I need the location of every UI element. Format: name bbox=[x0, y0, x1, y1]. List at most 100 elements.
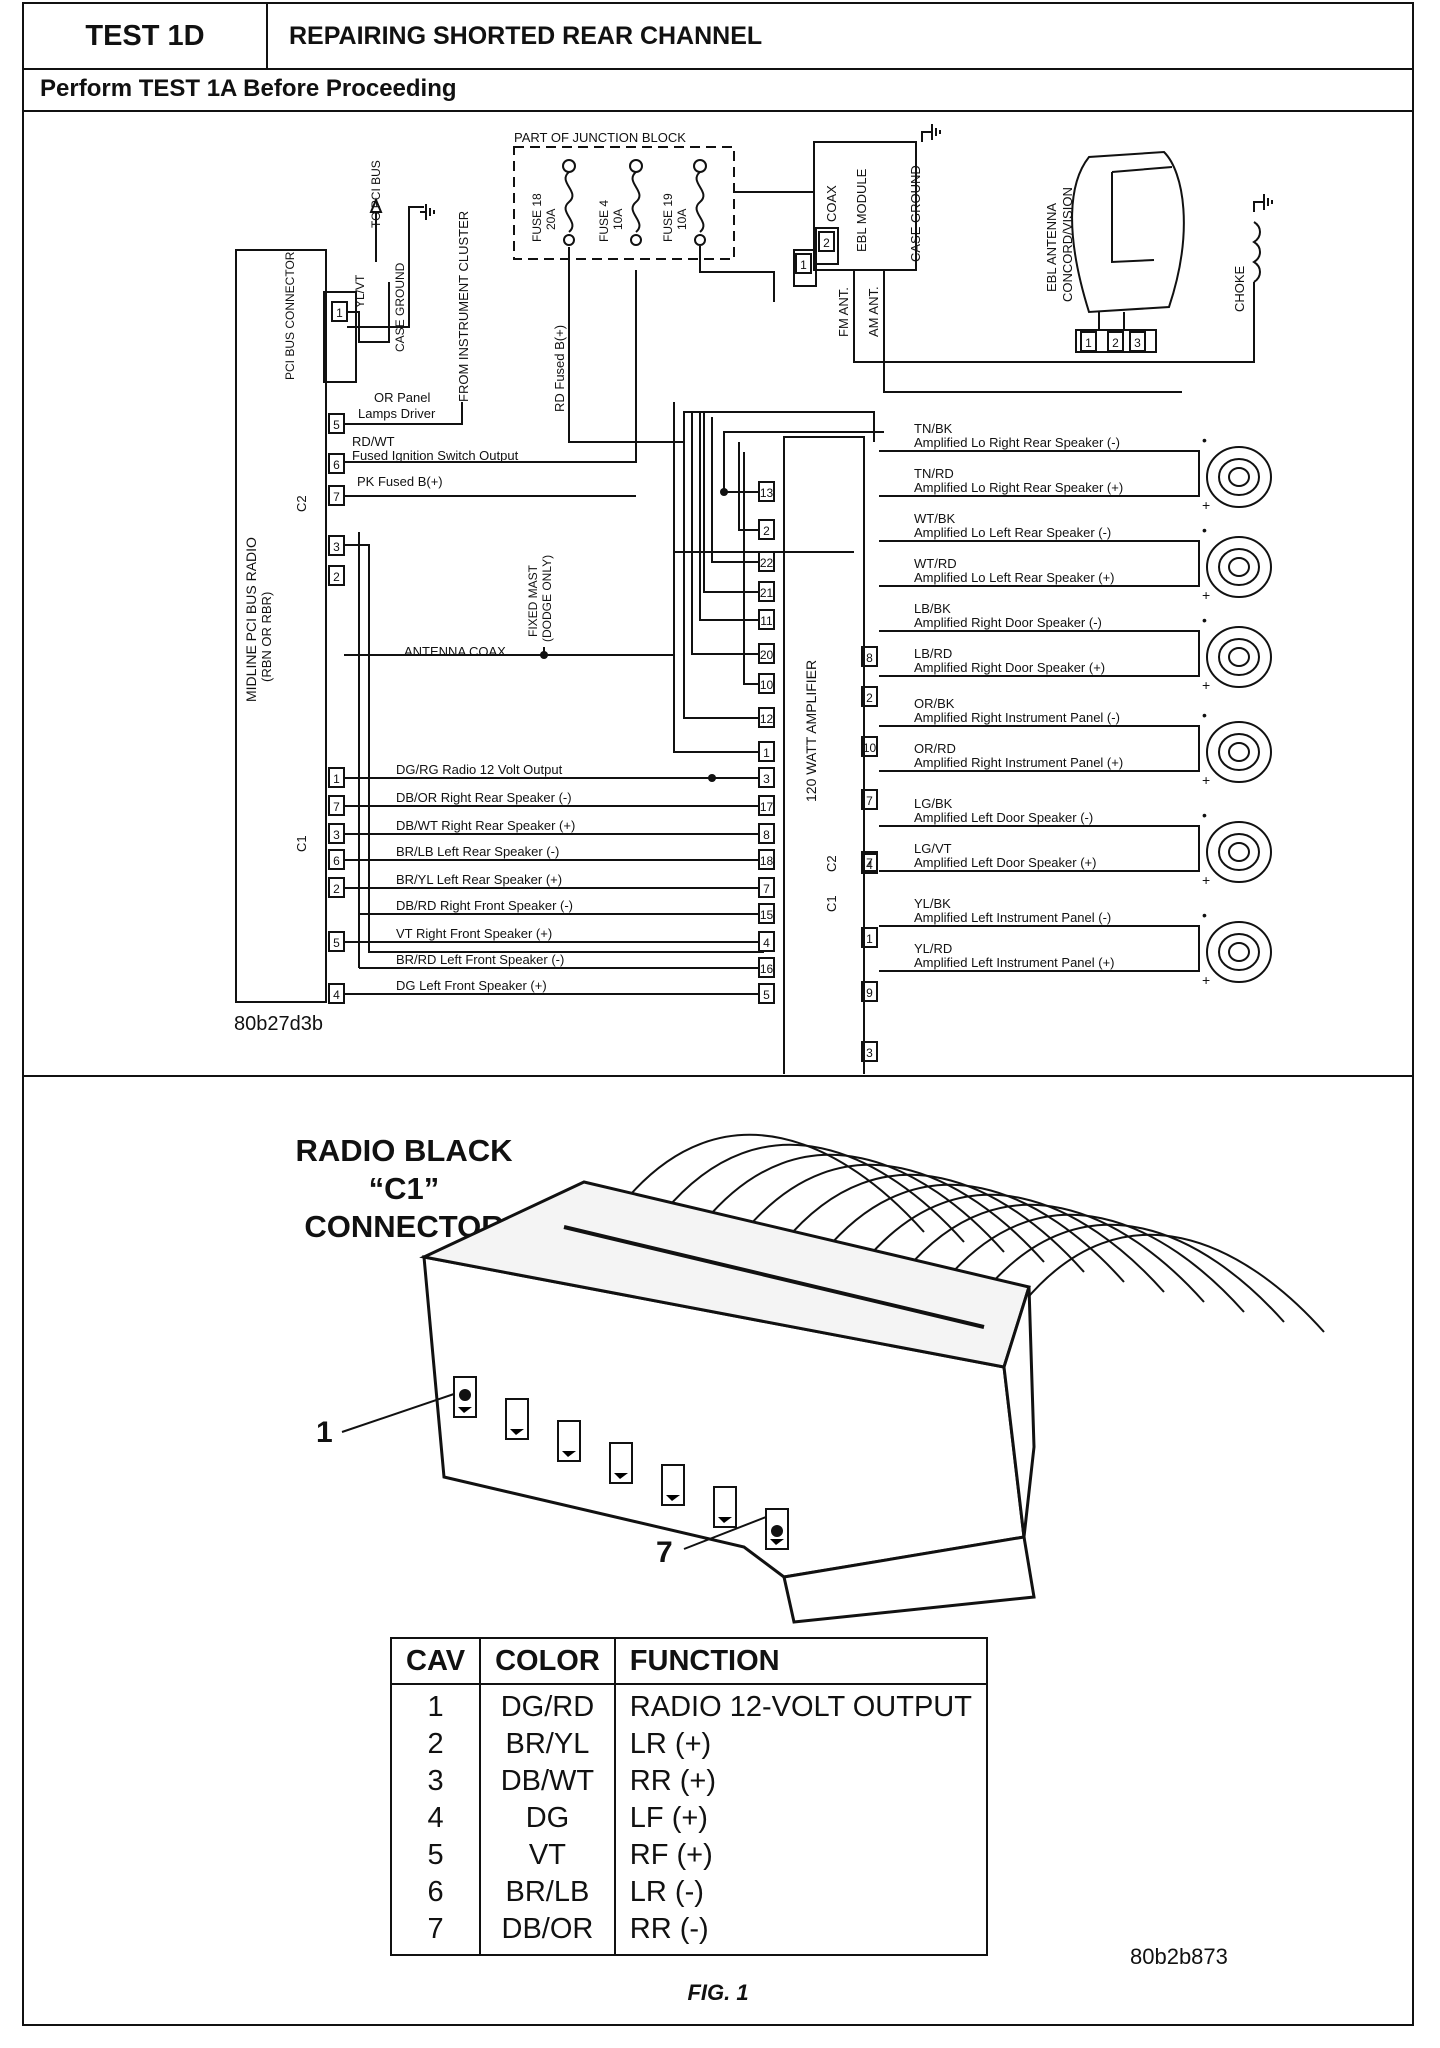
cavities bbox=[453, 1376, 789, 1550]
speaker-icon bbox=[1206, 536, 1272, 598]
choke-pin bbox=[1107, 331, 1124, 352]
cavity-7-terminal bbox=[771, 1525, 783, 1537]
cavity-terminal bbox=[666, 1495, 680, 1501]
speaker-wire-desc: Amplified Lo Right Rear Speaker (-) bbox=[914, 435, 1120, 450]
speaker-wire-color: OR/BK bbox=[914, 696, 955, 711]
wire bbox=[699, 246, 775, 302]
choke-label: CHOKE bbox=[1232, 265, 1247, 312]
pin-number: 18 bbox=[760, 854, 774, 868]
pin-number: 3 bbox=[866, 1046, 873, 1060]
speaker-wire-color: TN/BK bbox=[914, 421, 953, 436]
speaker-icon bbox=[1228, 647, 1250, 667]
amp-c2-pin bbox=[758, 673, 775, 694]
case-ground-label: CASE GROUND bbox=[393, 262, 407, 352]
c2-pin bbox=[328, 485, 345, 506]
antenna-coax-label: ANTENNA COAX bbox=[404, 644, 506, 659]
pci-connector-label: PCI BUS CONNECTOR bbox=[283, 251, 297, 380]
ebl-module-label: EBL MODULE bbox=[854, 168, 869, 252]
amp-c1-pin bbox=[861, 927, 878, 948]
wire bbox=[921, 131, 932, 142]
antenna-shape bbox=[1071, 150, 1185, 314]
color-cell: BR/LB bbox=[480, 1874, 616, 1911]
speaker-icon bbox=[1218, 638, 1260, 676]
polarity-mark: + bbox=[1202, 772, 1210, 788]
callout-1: 1 bbox=[316, 1416, 333, 1449]
connector-wire bbox=[1023, 1233, 1325, 1333]
cav-cell: 2 bbox=[391, 1726, 482, 1763]
wire bbox=[344, 544, 764, 953]
c1-wire-label: VT Right Front Speaker (+) bbox=[396, 926, 552, 941]
fuse-name: FUSE 19 bbox=[661, 193, 675, 242]
speaker-wire-color: LG/BK bbox=[914, 796, 953, 811]
speaker-wire-color: TN/RD bbox=[914, 466, 954, 481]
connector-wire bbox=[863, 1193, 1165, 1293]
fuse-terminal bbox=[629, 159, 643, 173]
fuse-icon bbox=[695, 171, 705, 233]
wire bbox=[568, 247, 684, 443]
speaker-wire-desc: Amplified Right Door Speaker (-) bbox=[914, 615, 1102, 630]
pin-number: 9 bbox=[866, 986, 873, 1000]
c1-wire-label: BR/RD Left Front Speaker (-) bbox=[396, 952, 564, 967]
pin-number: 6 bbox=[333, 458, 340, 472]
junction-dot bbox=[540, 651, 548, 659]
c2-pin bbox=[328, 453, 345, 474]
connector-wire bbox=[943, 1213, 1245, 1313]
pin-number: 2 bbox=[763, 524, 770, 538]
connector-wires bbox=[623, 1133, 1325, 1333]
polarity-mark: • bbox=[1202, 522, 1207, 538]
c2-pin bbox=[328, 535, 345, 556]
pin-number: 2 bbox=[1112, 336, 1119, 350]
amp-c1-pin bbox=[861, 981, 878, 1002]
c2-wire-label: Lamps Driver bbox=[358, 406, 436, 421]
c1-amp-pin bbox=[758, 877, 775, 898]
color-cell: DG bbox=[480, 1800, 616, 1837]
amp-c1-pin bbox=[861, 1041, 878, 1062]
pin-number: 1 bbox=[1085, 336, 1092, 350]
wire bbox=[344, 412, 463, 425]
diagram-code: 80b27d3b bbox=[234, 1013, 323, 1035]
speaker-wire-color: WT/BK bbox=[914, 511, 955, 526]
polarity-mark: • bbox=[1202, 907, 1207, 923]
radio-sub-label: (RBN OR RBR) bbox=[259, 592, 274, 682]
c1-amp-pin bbox=[758, 903, 775, 924]
c1-wire-label: BR/YL Left Rear Speaker (+) bbox=[396, 872, 562, 887]
c1-amp-pin bbox=[758, 795, 775, 816]
ebl-antenna-sub-label: CONCORD/VISION bbox=[1060, 187, 1075, 302]
c1-radio-pin bbox=[328, 931, 345, 952]
fuse-rating: 20A bbox=[544, 209, 558, 230]
cav-cell: 6 bbox=[391, 1874, 482, 1911]
c1-radio-pin bbox=[328, 877, 345, 898]
c1-wire-label: BR/LB Left Rear Speaker (-) bbox=[396, 844, 559, 859]
speaker-wire bbox=[879, 952, 1200, 972]
speaker-wire-desc: Amplified Left Instrument Panel (+) bbox=[914, 955, 1115, 970]
cav-cell: 4 bbox=[391, 1800, 482, 1837]
speaker-wire-desc: Amplified Right Door Speaker (+) bbox=[914, 660, 1105, 675]
section-divider bbox=[24, 1075, 1412, 1077]
cav-cell: 3 bbox=[391, 1763, 482, 1800]
color-cell: DG/RD bbox=[480, 1684, 616, 1726]
speaker-wire bbox=[879, 852, 1200, 872]
c2-wire-label: RD/WT bbox=[352, 434, 395, 449]
polarity-mark: + bbox=[1202, 497, 1210, 513]
wire bbox=[711, 417, 759, 563]
speaker-icon bbox=[1228, 467, 1250, 487]
ground-icon bbox=[420, 204, 435, 220]
connector-title-line: “C1” bbox=[368, 1171, 440, 1206]
c1-amp-pin bbox=[758, 983, 775, 1004]
speaker-wire-desc: Amplified Left Instrument Panel (-) bbox=[914, 910, 1111, 925]
table-header: FUNCTION bbox=[614, 1638, 987, 1685]
cav-cell: 5 bbox=[391, 1837, 482, 1874]
c2-label: C2 bbox=[294, 495, 309, 512]
speaker-icon bbox=[1206, 821, 1272, 883]
ebl-module bbox=[813, 141, 917, 271]
cavity-terminal bbox=[614, 1473, 628, 1479]
c1-wire-label: DB/WT Right Rear Speaker (+) bbox=[396, 818, 575, 833]
connector-wire bbox=[903, 1203, 1205, 1303]
cavity-terminal bbox=[770, 1539, 784, 1545]
c1-label: C1 bbox=[294, 835, 309, 852]
wire bbox=[344, 270, 637, 463]
c1-amp-pin bbox=[758, 767, 775, 788]
